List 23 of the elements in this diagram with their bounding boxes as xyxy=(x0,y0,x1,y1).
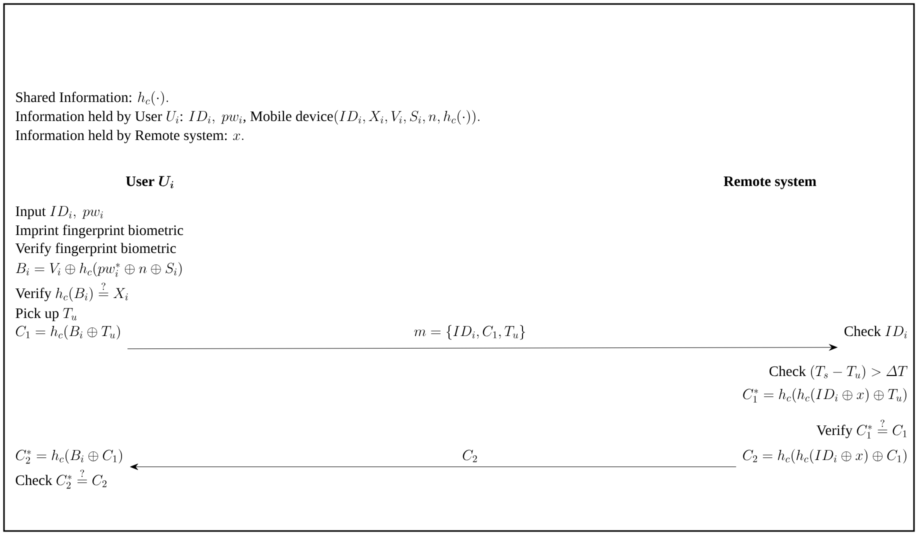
info-line: $\text{Information held by User } U_i\text{: } ID_i,\ pw_i\text{, Mobile device}(ID_i, X_i, V_i, S_i, n, h_c(\cdot)).$ xyxy=(16,110,480,125)
step-text: $\text{Verify fingerprint biometric}$ xyxy=(15,242,176,256)
step-text: $\text{Imprint fingerprint biometric}$ xyxy=(16,224,184,238)
step-text: $\text{Check } C_2^* \stackrel{?}{=} C_2$ xyxy=(16,470,106,489)
step-text: $\text{Input } ID_i,\ pw_i$ xyxy=(16,206,103,220)
column-heading: $\textbf{User } \boldsymbol{U_i}$ xyxy=(126,176,174,188)
step-formula: $C_1^* = h_c(h_c(ID_i \oplus x) \oplus T_u)$ xyxy=(743,388,906,403)
step-text: $\text{Pick up } T_u$ xyxy=(16,308,77,322)
edge-label: $C_2$ xyxy=(460,448,480,464)
step-formula: $B_i = V_i \oplus h_c(pw_i^* \oplus n \oplus S_i)$ xyxy=(16,262,182,277)
edge-label: $m = \{ID_i, C_1, T_u\}$ xyxy=(412,324,528,342)
formula-text: $C_2^* = h_c(B_i \oplus C_1)$ xyxy=(16,449,122,464)
arrow xyxy=(127,344,838,351)
step-text: $\text{Verify } C_1^* \stackrel{?}{=} C_1$ xyxy=(816,420,906,439)
column-heading: $\textbf{Remote system}$ xyxy=(724,176,816,190)
info-line: $\text{Shared Information: } h_c(\cdot).$ xyxy=(16,91,168,106)
info-line: $\text{Information held by Remote system: } x.$ xyxy=(16,130,244,144)
formula-text: $\text{Check } ID_i$ xyxy=(844,326,907,338)
arrow xyxy=(130,464,736,470)
step-text: $\text{Verify } h_c(B_i) \stackrel{?}{=} X_i$ xyxy=(15,282,128,302)
formula-text: $C_1 = h_c(B_i \oplus T_u)$ xyxy=(16,325,120,340)
step-text: $\text{Check } (T_s - T_u) > \varDelta T$ xyxy=(770,365,908,380)
formula-text: $C_2 = h_c(h_c(ID_i \oplus x) \oplus C_1)$ xyxy=(743,449,906,464)
